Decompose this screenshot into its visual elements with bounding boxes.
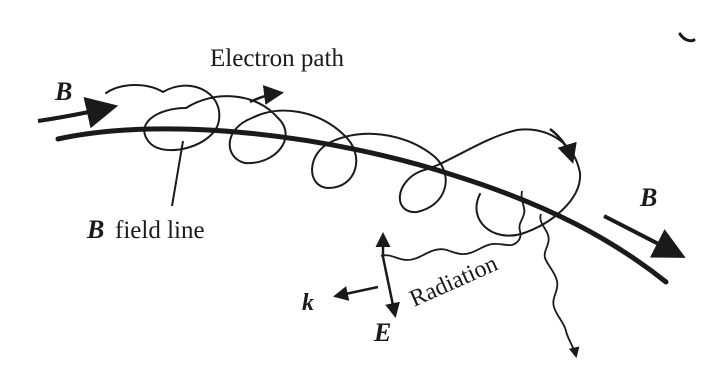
- electron-direction-arrow: [249, 85, 284, 105]
- field-line-leader: [171, 140, 184, 207]
- radiation-wave: [380, 190, 526, 261]
- label-field-line-symbol: B: [86, 215, 104, 244]
- k-vector-arrow: [333, 285, 379, 301]
- corner-mark: [678, 32, 696, 43]
- label-e: E: [373, 318, 391, 347]
- radiation-secondary-wave: [539, 213, 580, 359]
- label-k: k: [302, 290, 314, 316]
- label-electron-path: Electron path: [210, 45, 344, 72]
- field-line: [55, 126, 669, 285]
- label-radiation: Radiation: [406, 251, 502, 313]
- label-b-right: B: [639, 183, 657, 212]
- label-b-left: B: [54, 77, 72, 106]
- b-field-arrow-left: [37, 97, 119, 129]
- b-field-arrow-right: [603, 214, 686, 258]
- electron-helix-path: [105, 84, 582, 237]
- electron-end-arrow: [549, 128, 577, 164]
- e-vector-arrow-down: [381, 256, 400, 318]
- label-field-line-text: field line: [115, 217, 205, 244]
